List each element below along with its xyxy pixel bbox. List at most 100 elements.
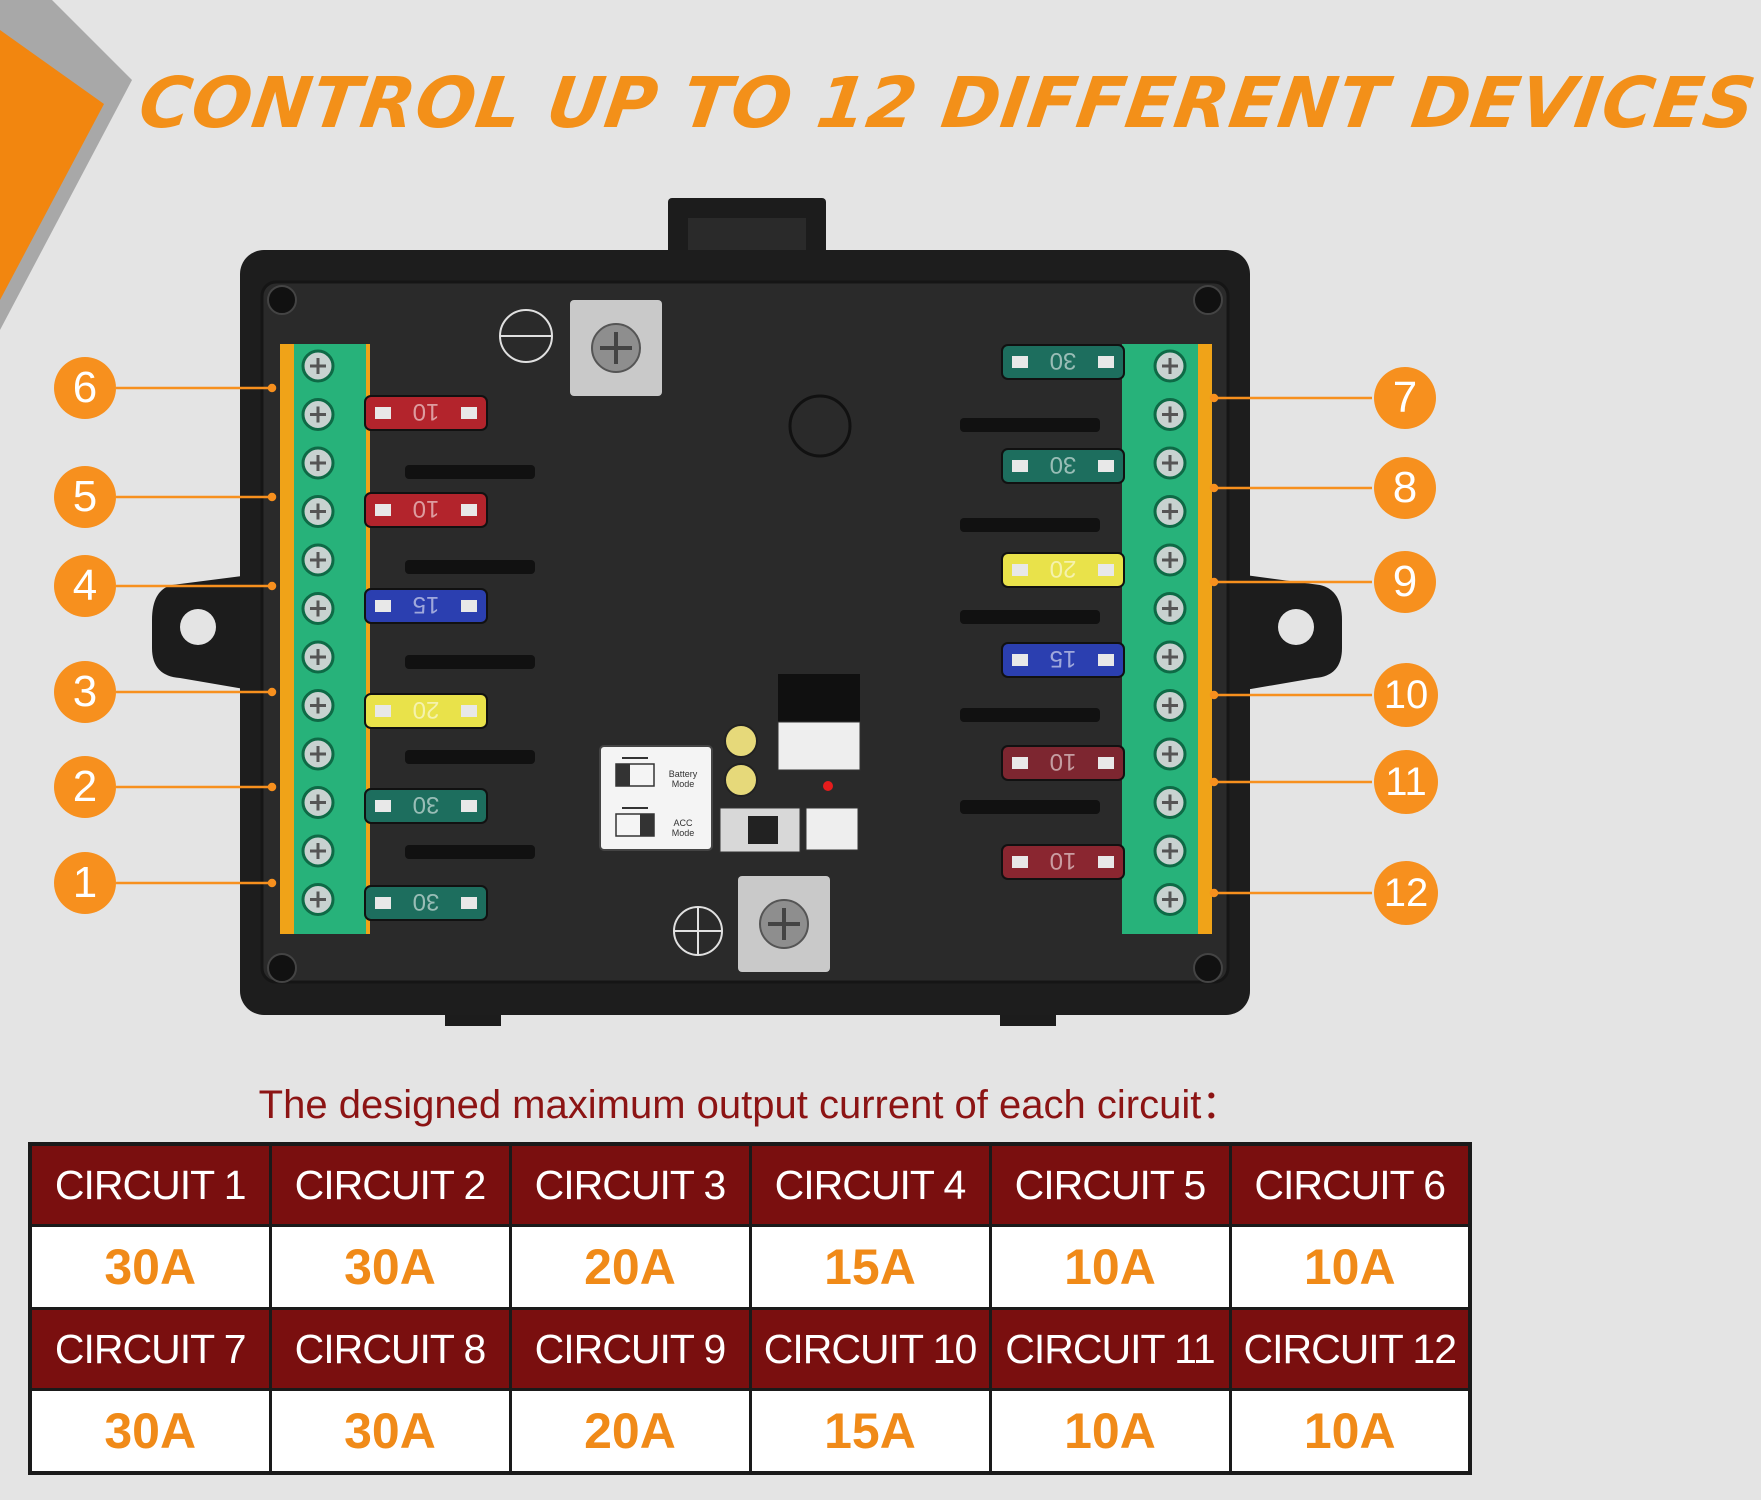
leader-dot — [1209, 483, 1219, 493]
fuse-blade — [1098, 356, 1114, 368]
relay-slot — [960, 610, 1100, 624]
fuse-rating: 10 — [1050, 847, 1077, 874]
corner-screws — [267, 285, 1223, 983]
fuse-blade — [461, 407, 477, 419]
leader-dot — [1209, 577, 1219, 587]
blade-fuse: 15 — [1001, 642, 1125, 678]
circuit-label: CIRCUIT 2 — [268, 1142, 512, 1227]
left-terminal-strip — [294, 344, 366, 934]
circuit-label: CIRCUIT 7 — [28, 1307, 272, 1391]
table-value-row: 30A 30A 20A 15A 10A 10A — [28, 1224, 1472, 1310]
fuse-blade — [375, 600, 391, 612]
leader-dot — [267, 492, 277, 502]
circuit-callout-right: 8 — [1374, 457, 1436, 519]
circuit-callout-left: 4 — [54, 555, 116, 617]
circuit-callout-right: 11 — [1374, 750, 1438, 814]
fuse-blade — [461, 800, 477, 812]
connector — [805, 807, 859, 851]
circuit-callout-left: 3 — [54, 661, 116, 723]
fuse-blade — [461, 705, 477, 717]
current-value: 30A — [268, 1388, 512, 1475]
relay-slot — [405, 750, 535, 764]
table-value-row: 30A 30A 20A 15A 10A 10A — [28, 1388, 1472, 1475]
fuse-blade — [1098, 757, 1114, 769]
circuit-callout-right: 10 — [1374, 663, 1438, 727]
fuse-rating: 30 — [1050, 451, 1077, 478]
blade-fuse: 30 — [364, 788, 488, 824]
leader-dot — [1209, 393, 1219, 403]
leader-dot — [1209, 777, 1219, 787]
circuit-callout-right: 7 — [1374, 367, 1436, 429]
fuse-blade — [375, 407, 391, 419]
fuse-rating: 30 — [413, 791, 440, 818]
relay-slot — [960, 518, 1100, 532]
caption: The designed maximum output current of e… — [258, 1083, 1242, 1127]
corner-decoration — [0, 0, 132, 330]
circuit-label: CIRCUIT 5 — [988, 1142, 1232, 1227]
fuse-blade — [461, 600, 477, 612]
fuse-blade — [1012, 654, 1028, 666]
fuse-blade — [1012, 564, 1028, 576]
fuse-blade — [1012, 356, 1028, 368]
current-value: 10A — [1228, 1388, 1472, 1475]
fuse-blade — [1012, 757, 1028, 769]
circuit-callout-right: 9 — [1374, 551, 1436, 613]
leader-dot — [267, 383, 277, 393]
blade-fuse: 30 — [1001, 448, 1125, 484]
right-terminal-strip — [1122, 344, 1198, 934]
current-value: 30A — [28, 1388, 272, 1475]
circuit-label: CIRCUIT 9 — [508, 1307, 752, 1391]
current-value: 10A — [988, 1224, 1232, 1310]
right-mounting-hole — [1278, 609, 1314, 645]
current-value: 15A — [748, 1388, 992, 1475]
blade-fuse: 20 — [1001, 552, 1125, 588]
circuit-label: CIRCUIT 6 — [1228, 1142, 1472, 1227]
fuse-rating: 10 — [413, 495, 440, 522]
relay-slot — [405, 465, 535, 479]
fuse-blade — [375, 504, 391, 516]
blade-fuse: 20 — [364, 693, 488, 729]
fuse-rating: 30 — [413, 888, 440, 915]
current-value: 20A — [508, 1388, 752, 1475]
blade-fuse: 30 — [1001, 344, 1125, 380]
fuse-body — [364, 588, 488, 624]
leader-dot — [1209, 888, 1219, 898]
center-hole — [788, 394, 852, 458]
fuse-body — [1001, 448, 1125, 484]
fuse-rating: 15 — [413, 591, 440, 618]
relay-slot — [960, 800, 1100, 814]
fuse-body — [364, 788, 488, 824]
blade-fuse: 10 — [364, 492, 488, 528]
indicator-led — [823, 781, 833, 791]
current-value: 15A — [748, 1224, 992, 1310]
relay-slot — [405, 845, 535, 859]
fuse-rating: 20 — [413, 696, 440, 723]
circuit-label: CIRCUIT 10 — [748, 1307, 992, 1391]
connector — [777, 721, 861, 771]
blade-fuse: 10 — [1001, 844, 1125, 880]
table-header-row: CIRCUIT 7 CIRCUIT 8 CIRCUIT 9 CIRCUIT 10… — [28, 1307, 1472, 1391]
leader-dot — [267, 878, 277, 888]
fuse-body — [364, 693, 488, 729]
current-value: 30A — [268, 1224, 512, 1310]
fuse-body — [364, 492, 488, 528]
circuit-callout-left: 2 — [54, 756, 116, 818]
fuse-rating: 10 — [413, 398, 440, 425]
current-value: 30A — [28, 1224, 272, 1310]
capacitor — [724, 724, 758, 758]
leader-dot — [1209, 690, 1219, 700]
blade-fuse: 15 — [364, 588, 488, 624]
fuse-rating: 20 — [1050, 555, 1077, 582]
current-value: 10A — [1228, 1224, 1472, 1310]
leader-dot — [267, 687, 277, 697]
fuse-body — [1001, 344, 1125, 380]
fuse-blade — [1098, 856, 1114, 868]
leader-dot — [267, 581, 277, 591]
fuse-blade — [461, 897, 477, 909]
fuse-blade — [375, 705, 391, 717]
circuit-label: CIRCUIT 12 — [1228, 1307, 1472, 1391]
fuse-rating: 30 — [1050, 347, 1077, 374]
fuse-blade — [1098, 460, 1114, 472]
